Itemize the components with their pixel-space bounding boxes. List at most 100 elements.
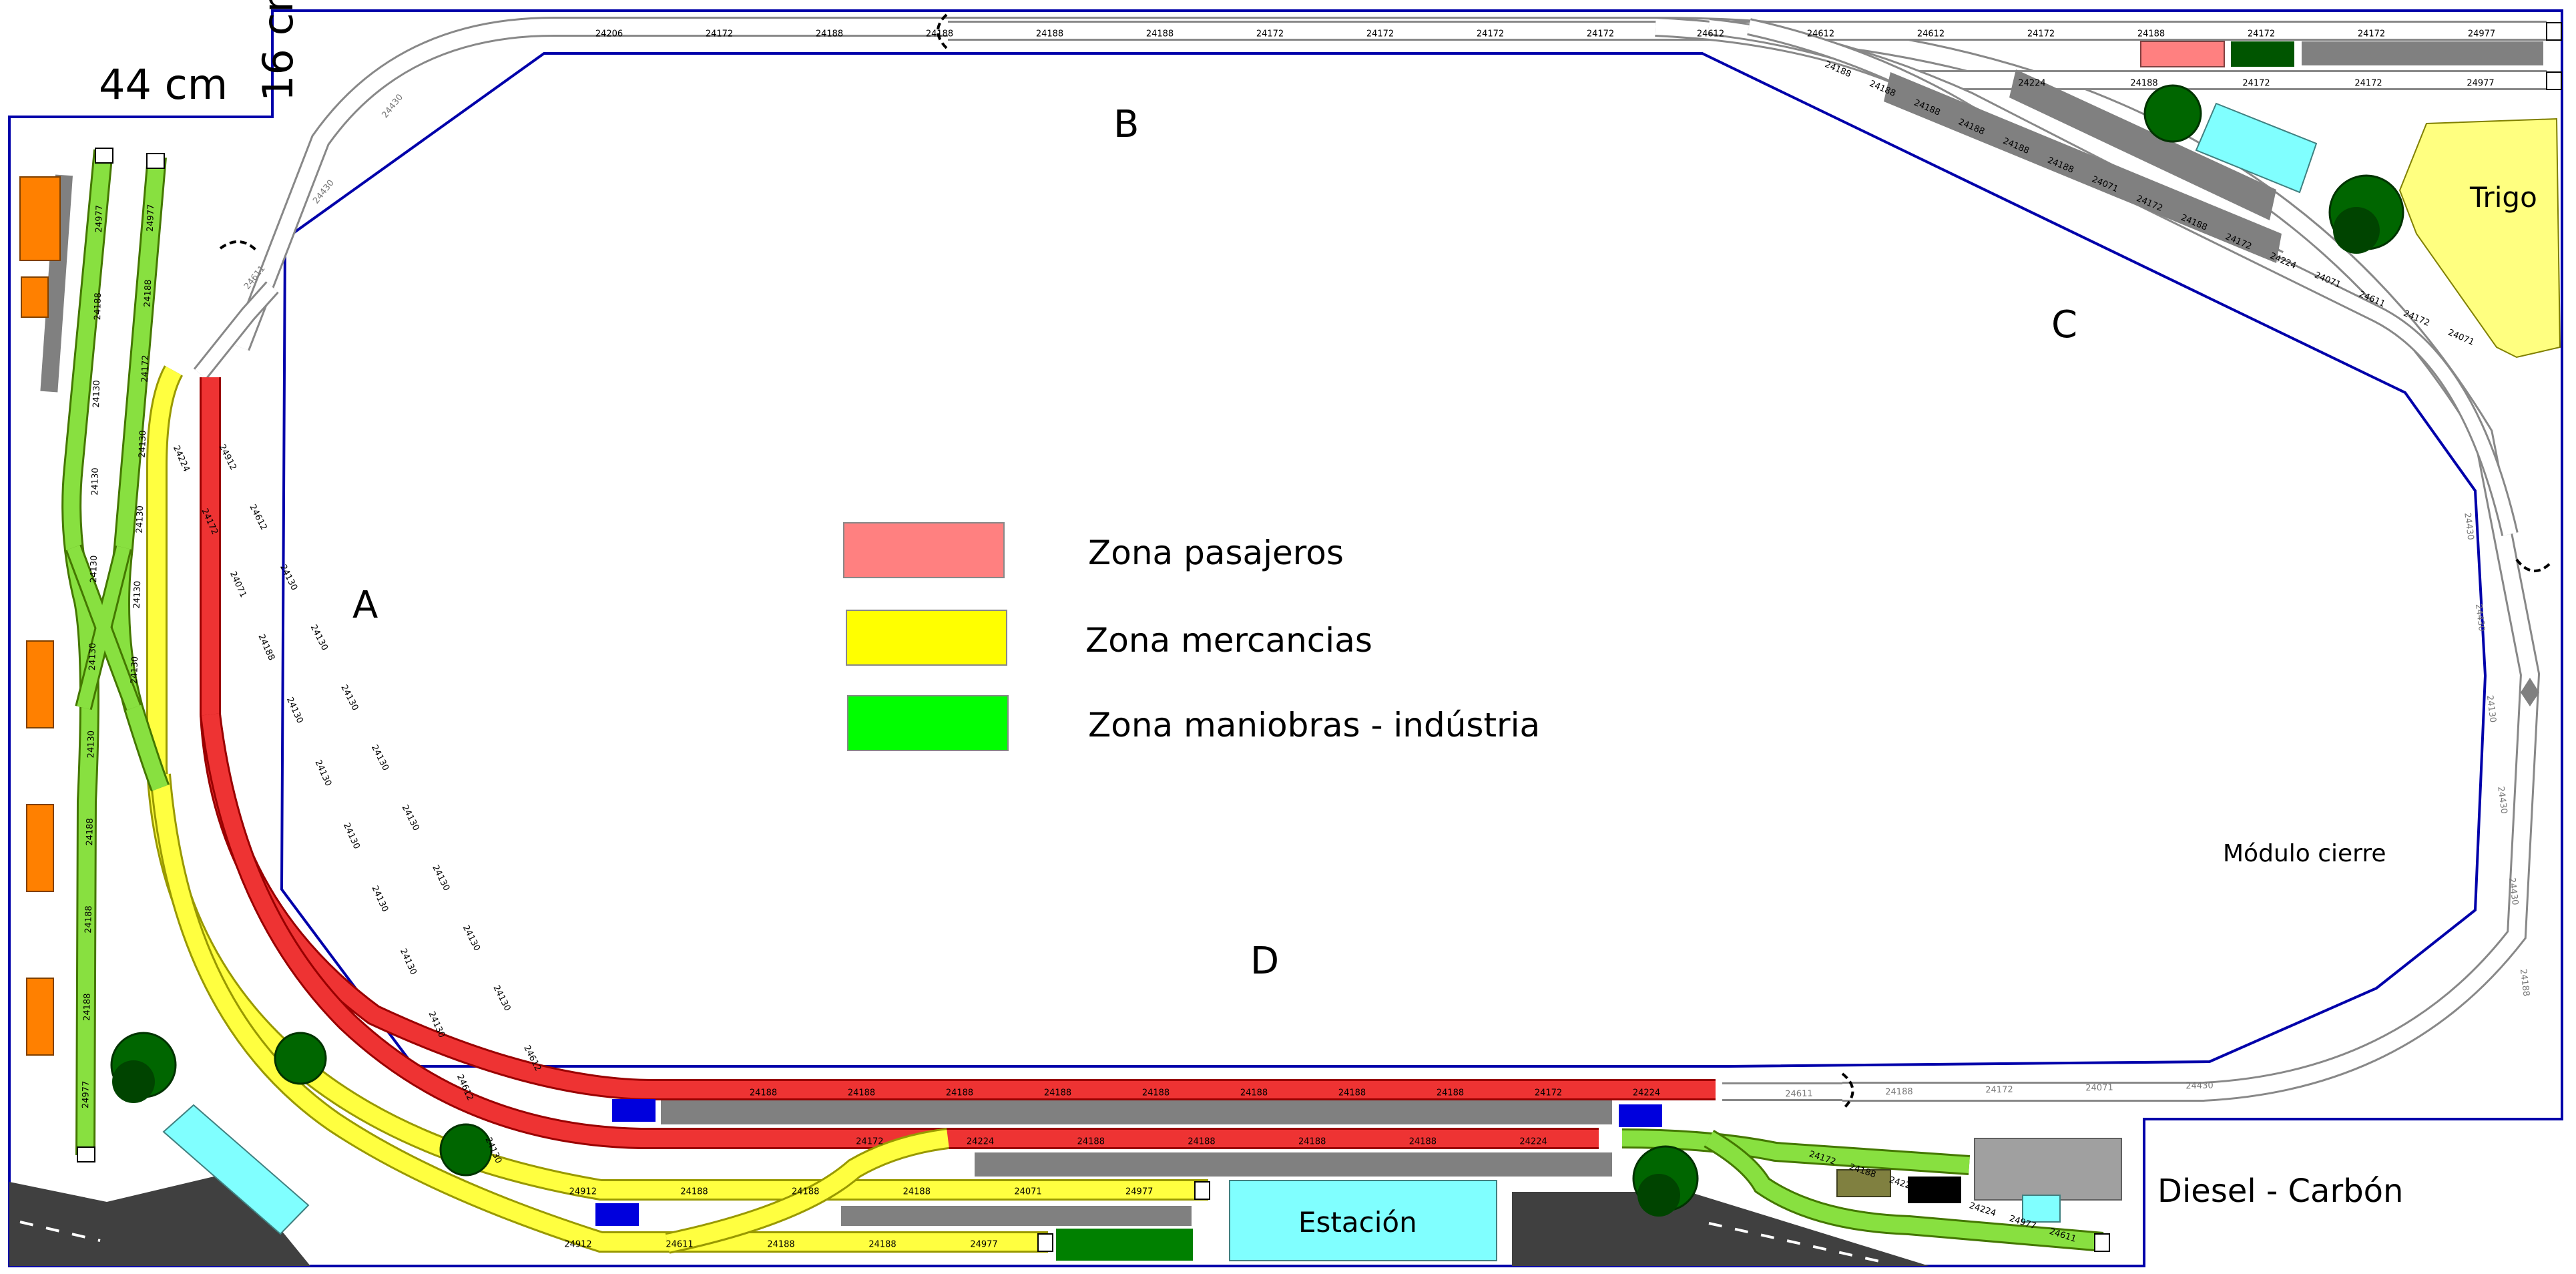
track-part-label: 24188 — [946, 1088, 973, 1098]
track-part-label: 24188 — [1437, 1088, 1464, 1098]
track-part-label: 24172 — [2358, 29, 2385, 39]
legend-swatch-maniobras — [847, 695, 1009, 751]
building-grey-right — [1974, 1138, 2122, 1201]
building-orange-2 — [21, 276, 49, 318]
track-part-label: 24130 — [87, 643, 98, 671]
track-part-label: 24977 — [2467, 79, 2494, 89]
track-part-label: 24188 — [1142, 1088, 1170, 1098]
buffer-stop-7 — [2546, 22, 2562, 41]
track-part-label: 24224 — [967, 1137, 994, 1147]
signal-boxes — [595, 1099, 1662, 1226]
label-modulo-cierre: Módulo cierre — [2223, 840, 2386, 867]
module-joint-top — [937, 13, 948, 49]
road-marking-right — [1708, 1222, 1883, 1263]
tree-left-3 — [439, 1123, 493, 1177]
tree-bottom-right — [1632, 1145, 1699, 1217]
track-part-label: 24612 — [1917, 29, 1945, 39]
track-part-label: 24172 — [2248, 29, 2275, 39]
track-part-label: 24130 — [138, 430, 148, 458]
track-part-label: 24430 — [2495, 786, 2509, 815]
track-part-label: 24188 — [750, 1088, 777, 1098]
building-cyan-top-right — [2195, 102, 2318, 194]
module-joint-left — [219, 240, 258, 252]
buffer-stop-8 — [2546, 71, 2562, 90]
track-part-label: 24612 — [1807, 29, 1834, 39]
platform-top-right — [2302, 41, 2543, 65]
buffer-stops — [77, 22, 2562, 1252]
track-part-label: 24172 — [1587, 29, 1614, 39]
trigo-field — [2398, 118, 2561, 359]
height-dimension-label: 16 cm — [254, 0, 302, 101]
track-part-label: 24430 — [2473, 604, 2487, 632]
track-part-label: 24611 — [666, 1240, 693, 1250]
building-black — [1908, 1177, 1961, 1203]
track-part-label: 24188 — [85, 818, 95, 846]
track-part-label: 24172 — [2027, 29, 2055, 39]
track-part-label: 24977 — [1125, 1187, 1153, 1197]
legend-swatch-mercancias — [846, 610, 1007, 666]
legend-label-maniobras: Zona maniobras - indústria — [1088, 706, 1540, 745]
track-part-label: 24188 — [1885, 1087, 1913, 1098]
white-track-upper-left-fill — [195, 282, 278, 379]
building-cyan-left — [162, 1104, 310, 1235]
track-part-label: 24977 — [2468, 29, 2495, 39]
track-part-label: 24130 — [90, 467, 101, 495]
track-part-label: 24172 — [140, 355, 151, 383]
track-part-label: 24188 — [1036, 29, 1063, 39]
buffer-stop-2 — [146, 153, 165, 169]
track-part-label: 24188 — [868, 1240, 896, 1250]
platform-main-lower — [975, 1152, 1612, 1177]
tree-left-1 — [110, 1032, 177, 1103]
track-part-label: 24130 — [86, 730, 97, 759]
legend-label-pasajeros: Zona pasajeros — [1088, 534, 1344, 572]
legend-label-mercancias: Zona mercancias — [1085, 621, 1372, 660]
track-part-label: 24188 — [1077, 1137, 1105, 1147]
building-orange-4 — [26, 804, 54, 892]
zone-label-c: C — [2051, 303, 2077, 347]
trees — [110, 84, 2404, 1217]
signal-box-1 — [612, 1099, 656, 1122]
track-part-label: 24188 — [926, 29, 953, 39]
track-part-label: 24188 — [1240, 1088, 1268, 1098]
tree-top-right-2 — [2328, 174, 2404, 254]
track-part-label: 24912 — [564, 1240, 591, 1250]
track-part-label: 24130 — [89, 556, 99, 584]
module-joint-bottom — [1841, 1072, 1854, 1110]
station-building — [1229, 1180, 1497, 1261]
buffer-stop-4 — [1194, 1181, 1210, 1200]
track-part-label: 24188 — [1298, 1137, 1326, 1147]
track-part-label: 24188 — [82, 993, 93, 1021]
track-part-label: 24130 — [91, 380, 102, 408]
track-part-label: 24130 — [135, 505, 146, 534]
wagon-pink — [2140, 41, 2225, 67]
platform-left-vertical — [40, 174, 73, 393]
track-part-label: 24188 — [2518, 968, 2531, 997]
zone-label-a: A — [352, 584, 378, 627]
track-part-label: 24977 — [81, 1081, 91, 1109]
track-part-label: 24188 — [680, 1187, 708, 1197]
track-part-label: 24977 — [146, 204, 156, 232]
track-part-label: 24188 — [1044, 1088, 1071, 1098]
track-part-label: 24172 — [2242, 79, 2270, 89]
road-left — [9, 1172, 310, 1266]
track-part-label: 24172 — [1985, 1085, 2013, 1096]
freight-track-2-fill — [152, 773, 1048, 1251]
track-part-label: 24071 — [2085, 1083, 2113, 1094]
track-part-label: 24430 — [2185, 1081, 2214, 1092]
track-part-label: 24912 — [569, 1187, 597, 1197]
module-joint-right — [2515, 558, 2553, 573]
track-part-label: 24188 — [2137, 29, 2165, 39]
track-part-label: 24224 — [1633, 1088, 1660, 1098]
passenger-track-2-fill — [202, 713, 1599, 1147]
platform-yard-c-1 — [1884, 72, 2282, 263]
track-part-label: 24430 — [2462, 512, 2475, 541]
track-part-label: 24188 — [848, 1088, 875, 1098]
track-part-label: 24188 — [2130, 79, 2157, 89]
baseboard-outline — [8, 9, 2563, 1267]
legend-swatch-pasajeros — [843, 522, 1005, 578]
track-part-label: 24130 — [130, 656, 140, 684]
label-diesel-carbon: Diesel - Carbón — [2157, 1173, 2403, 1210]
track-part-label: 24172 — [856, 1137, 883, 1147]
track-part-label: 24611 — [1785, 1089, 1813, 1100]
track-part-label: 24206 — [595, 29, 623, 39]
